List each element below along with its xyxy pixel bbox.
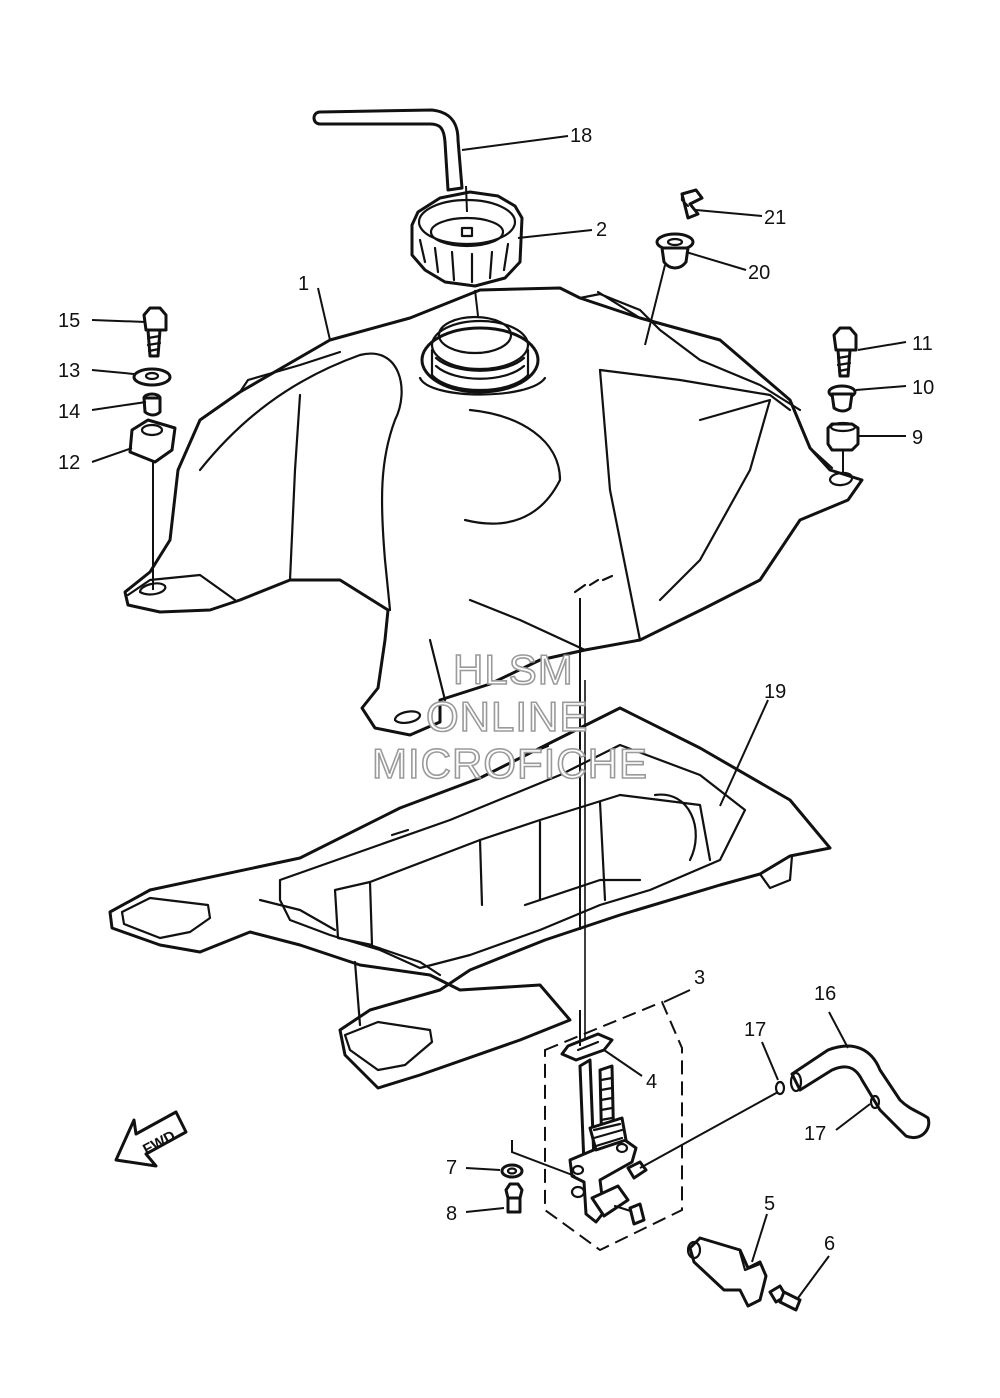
screw-part-21 <box>680 188 704 220</box>
callout-17-upper: 17 <box>744 1019 766 1041</box>
collar-part-10 <box>827 384 857 413</box>
bolt-part-11 <box>832 326 858 378</box>
clip-part-17-upper <box>774 1080 786 1096</box>
callout-19: 19 <box>764 681 786 703</box>
callout-1: 1 <box>298 273 309 295</box>
washer-part-13 <box>132 367 172 387</box>
callout-10: 10 <box>912 377 934 399</box>
callout-4: 4 <box>646 1071 657 1093</box>
callout-21: 21 <box>764 207 786 229</box>
callout-9: 9 <box>912 427 923 449</box>
screw-part-6 <box>768 1284 802 1312</box>
callout-16: 16 <box>814 983 836 1005</box>
screw-part-8 <box>504 1182 524 1214</box>
tank-cover-part-19 <box>108 706 832 1090</box>
collar-part-20 <box>655 232 695 270</box>
callout-leaders <box>91 135 907 1299</box>
clip-part-17-lower <box>869 1094 881 1110</box>
vent-hose-part-18 <box>312 108 464 192</box>
callout-20: 20 <box>748 262 770 284</box>
callout-18: 18 <box>570 125 592 147</box>
callout-2: 2 <box>596 219 607 241</box>
callout-11: 11 <box>912 333 933 355</box>
gasket-part-4 <box>560 1032 614 1062</box>
watermark-line-3: MICROFICHE <box>372 740 648 787</box>
callout-15: 15 <box>58 310 80 332</box>
watermark-line-1: HLSM <box>453 646 574 693</box>
callout-8: 8 <box>446 1203 457 1225</box>
damper-part-9 <box>826 421 860 452</box>
washer-part-7 <box>500 1163 524 1179</box>
assembly-lines <box>152 185 844 1177</box>
callout-7: 7 <box>446 1157 457 1179</box>
fuel-cap-part-2 <box>410 190 524 288</box>
callout-17-lower: 17 <box>804 1123 826 1145</box>
callout-numbers: 18 2 21 20 1 15 13 14 12 11 10 9 19 3 16… <box>58 125 934 1255</box>
fuel-hose-part-16 <box>789 1044 931 1139</box>
bolt-part-15 <box>142 306 168 358</box>
watermark: HLSM ONLINE MICROFICHE <box>371 645 648 788</box>
callout-14: 14 <box>58 401 80 423</box>
fuel-cock-assembly-part-3 <box>544 1000 683 1252</box>
callout-12: 12 <box>58 452 80 474</box>
fuel-tank-part-1 <box>123 286 864 737</box>
forward-direction-arrow: FWD <box>114 1110 188 1168</box>
callout-5: 5 <box>764 1193 775 1215</box>
lever-part-5 <box>686 1236 768 1308</box>
collar-part-14 <box>142 392 162 417</box>
watermark-line-2: ONLINE <box>426 693 588 740</box>
damper-part-12 <box>128 418 177 464</box>
callout-3: 3 <box>694 967 705 989</box>
callout-13: 13 <box>58 360 80 382</box>
callout-6: 6 <box>824 1233 835 1255</box>
